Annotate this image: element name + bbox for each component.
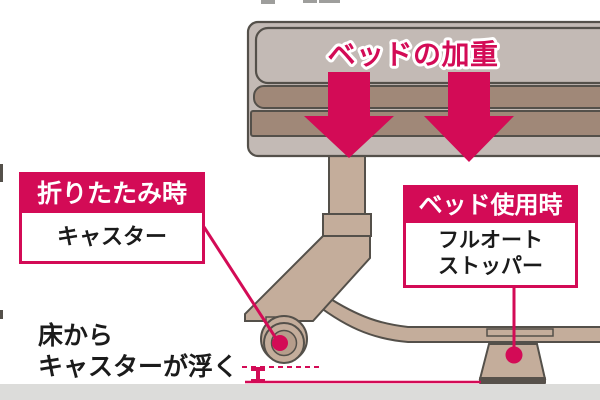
bed-base-band xyxy=(250,110,600,137)
bed-load-label: ベッドの加重 xyxy=(327,39,498,70)
stopper-label: フルオート ストッパー xyxy=(406,223,575,285)
stopper-base-pad xyxy=(479,377,546,384)
cropped-artifact xyxy=(319,0,340,3)
leg-diagonal-arm xyxy=(244,235,371,322)
mattress-top xyxy=(254,26,600,85)
folded-state-header: 折りたたみ時 xyxy=(22,175,202,213)
caster-leader-line xyxy=(202,226,281,344)
frame-rail xyxy=(305,294,600,343)
folded-state-callout: 折りたたみ時 キャスター xyxy=(19,172,205,264)
floor xyxy=(0,384,600,400)
stopper-pointer-dot xyxy=(505,346,523,364)
caster-label: キャスター xyxy=(56,224,167,249)
inuse-state-callout: ベッド使用時 フルオート ストッパー xyxy=(403,185,578,288)
cropped-artifact xyxy=(0,310,3,319)
floor-note-line2: キャスターが浮く xyxy=(38,353,239,381)
floor-note-line1: 床から xyxy=(38,322,114,350)
floor-note: 床から キャスターが浮く xyxy=(38,321,238,383)
stopper-label-line1: フルオート xyxy=(438,229,543,252)
load-arrow-right xyxy=(424,72,514,162)
caster-pointer-dot xyxy=(272,335,288,351)
cropped-artifact xyxy=(0,164,3,182)
cropped-artifact xyxy=(303,0,317,3)
gap-measure-ibeam xyxy=(251,367,265,383)
rail-mount-plate xyxy=(486,328,554,337)
mattress-mid-band xyxy=(253,85,600,109)
cropped-artifact xyxy=(261,0,275,4)
inuse-state-header: ベッド使用時 xyxy=(406,188,575,223)
load-arrow-left xyxy=(304,72,394,158)
leg-post xyxy=(328,149,366,217)
leg-knee-collar xyxy=(322,213,372,237)
stopper-label-line2: ストッパー xyxy=(438,255,543,278)
